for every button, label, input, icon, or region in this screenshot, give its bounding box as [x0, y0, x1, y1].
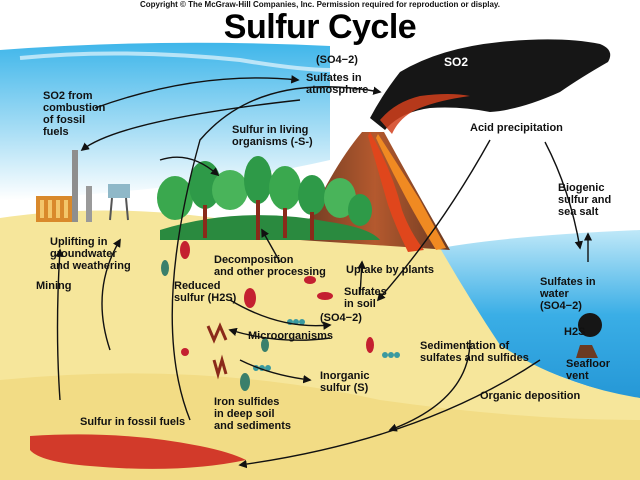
- arrow-atmosphere-down-left: [80, 99, 301, 152]
- label-h2s-vent: H2S: [564, 326, 586, 338]
- arrow-loop-outer: [171, 86, 382, 421]
- sky-wisps: [19, 51, 331, 72]
- label-decomposition: Decomposition and other processing: [214, 254, 326, 278]
- label-biogenic: Biogenic sulfur and sea salt: [558, 182, 612, 218]
- label-uptake: Uptake by plants: [346, 264, 435, 276]
- fossil-deposit: [30, 434, 246, 469]
- sky: [0, 42, 330, 200]
- arrow-sea-to-atm: [544, 141, 583, 250]
- arrow-acid-precip: [376, 139, 491, 302]
- volcano: [300, 132, 450, 250]
- arrow-sedimentation: [388, 339, 471, 432]
- label-sulfates-soil: Sulfates in soil: [344, 286, 387, 310]
- lava-flow-2: [376, 134, 446, 250]
- label-acid-precipitation: Acid precipitation: [470, 122, 563, 134]
- label-microorganisms: Microorganisms: [248, 330, 333, 342]
- label-so2-cloud: SO2: [444, 55, 469, 69]
- diagram-title: Sulfur Cycle: [223, 8, 417, 46]
- smoke-glow: [380, 94, 470, 134]
- arrow-uplift: [101, 238, 121, 351]
- label-sulfates-atmosphere: Sulfates in atmosphere: [306, 72, 369, 96]
- arrow-uptake: [357, 260, 366, 296]
- water-tower: [108, 184, 130, 221]
- arrow-inorganic: [239, 359, 312, 384]
- cycle-arrows: [55, 75, 593, 469]
- microorganisms: [161, 241, 400, 391]
- arrow-combustion-to-atmosphere: [94, 75, 300, 109]
- label-so4-water: (SO4−2): [540, 300, 582, 312]
- arrow-to-living: [159, 156, 220, 177]
- label-iron-sulfides: Iron sulfides in deep soil and sediments: [214, 396, 292, 432]
- arrow-microbe-right: [229, 299, 332, 330]
- arrow-organic-deposit: [238, 359, 541, 469]
- copyright-notice: Copyright © The McGraw-Hill Companies, I…: [139, 0, 501, 9]
- label-inorganic: Inorganic sulfur (S): [320, 370, 370, 394]
- label-reduced-sulfur: Reduced sulfur (H2S): [174, 280, 237, 304]
- label-so4-soil: (SO4−2): [320, 312, 362, 324]
- label-sulfur-living: Sulfur in living organisms (-S-): [232, 124, 313, 148]
- label-organic-deposition: Organic deposition: [480, 390, 581, 402]
- label-seafloor-vent: Seafloor vent: [566, 358, 611, 382]
- label-fossil-fuels: Sulfur in fossil fuels: [80, 416, 186, 428]
- arrow-microbe-left: [228, 327, 331, 341]
- label-sulfates-water: Sulfates in water: [540, 276, 596, 300]
- seafloor-vent: [576, 313, 602, 358]
- lava-flow: [368, 132, 424, 252]
- factory: [36, 150, 92, 222]
- label-sedimentation: Sedimentation of sulfates and sulfides: [420, 340, 529, 364]
- label-uplifting: Uplifting in groundwater and weathering: [50, 236, 131, 272]
- arrow-decomposition: [261, 228, 281, 263]
- label-so4-atmosphere: (SO4−2): [316, 54, 358, 66]
- smoke-plume: [370, 39, 611, 130]
- arrow-mining: [55, 248, 64, 401]
- label-mining: Mining: [36, 280, 72, 292]
- tree-trunks: [203, 200, 314, 240]
- label-so2-combustion: SO2 from combustion of fossil fuels: [43, 90, 106, 138]
